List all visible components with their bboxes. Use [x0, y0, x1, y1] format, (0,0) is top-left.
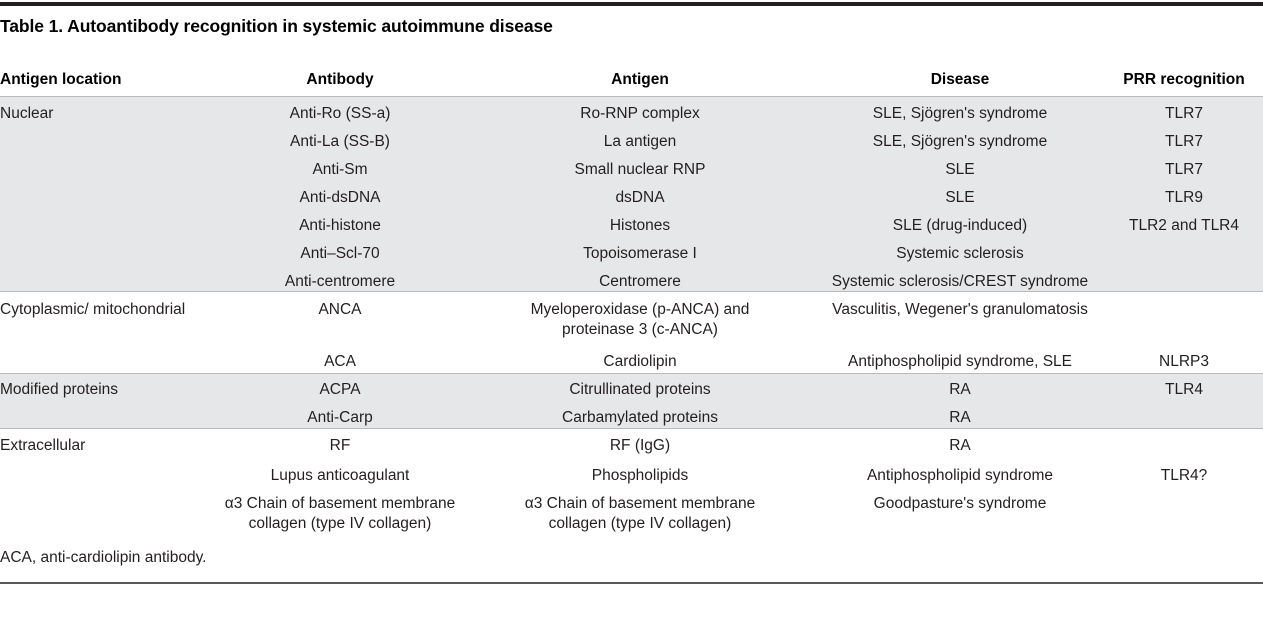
cell-antibody: Anti-Sm: [312, 161, 368, 178]
row-band-nuclear: [0, 96, 1263, 291]
table-row: Anti-dsDNA dsDNA SLE TLR9: [0, 188, 1263, 216]
cell-antigen-location: Modified proteins: [0, 381, 119, 398]
cell-disease: Antiphospholipid syndrome: [866, 467, 1054, 484]
cell-antigen: Citrullinated proteins: [569, 381, 711, 398]
cell-antigen-location: Extracellular: [0, 437, 86, 454]
cell-antibody: ACA: [324, 353, 356, 370]
table-row: Modified proteins ACPA Citrullinated pro…: [0, 380, 1263, 408]
cell-disease: SLE (drug-induced): [892, 217, 1028, 234]
table-footnote: ACA, anti-cardiolipin antibody.: [0, 549, 207, 566]
cell-disease: SLE: [945, 189, 975, 206]
cell-disease: Systemic sclerosis/CREST syndrome: [831, 273, 1089, 290]
cell-antigen: Phospholipids: [591, 467, 689, 484]
table-row: Anti-Carp Carbamylated proteins RA: [0, 408, 1263, 436]
cell-antigen: Myeloperoxidase (p-ANCA) and proteinase …: [530, 301, 750, 338]
cell-antibody: Anti-Ro (SS-a): [289, 105, 391, 122]
table-row: Anti-histone Histones SLE (drug-induced)…: [0, 216, 1263, 244]
table-row: Cytoplasmic/ mitochondrial ANCA Myeloper…: [0, 300, 1263, 350]
cell-prr: NLRP3: [1159, 353, 1209, 370]
cell-disease: RA: [949, 437, 971, 454]
cell-antibody: Anti–Scl-70: [300, 245, 380, 262]
table-caption: Table 1. Autoantibody recognition in sys…: [0, 16, 553, 36]
cell-antibody: ANCA: [318, 301, 362, 318]
cell-antigen: Cardiolipin: [603, 353, 677, 370]
column-header-antigen: Antigen: [611, 71, 669, 88]
cell-prr: TLR4?: [1160, 467, 1208, 484]
cell-antibody: Anti-histone: [299, 217, 381, 234]
cell-antigen-location: Cytoplasmic/ mitochondrial: [0, 301, 186, 318]
cell-disease: Systemic sclerosis: [896, 245, 1024, 262]
cell-antibody: Lupus anticoagulant: [270, 467, 410, 484]
table-row: Lupus anticoagulant Phospholipids Antiph…: [0, 466, 1263, 494]
cell-prr: TLR7: [1165, 161, 1203, 178]
table-header-row: Antigen location Antibody Antigen Diseas…: [0, 66, 1263, 96]
table-row: ACA Cardiolipin Antiphospholipid syndrom…: [0, 352, 1263, 380]
table-row: Anti–Scl-70 Topoisomerase I Systemic scl…: [0, 244, 1263, 272]
cell-disease: SLE: [945, 161, 975, 178]
table-top-rule: [0, 2, 1263, 6]
cell-antibody: ACPA: [319, 381, 361, 398]
band-divider-bottom-nuclear: [0, 291, 1263, 292]
table-row: Anti-La (SS-B) La antigen SLE, Sjögren's…: [0, 132, 1263, 160]
table-grid: Antigen location Antibody Antigen Diseas…: [0, 66, 1263, 532]
cell-antibody: α3 Chain of basement membrane collagen (…: [224, 495, 456, 532]
cell-antigen: La antigen: [603, 133, 677, 150]
table-row: Anti-Sm Small nuclear RNP SLE TLR7: [0, 160, 1263, 188]
cell-prr: TLR4: [1165, 381, 1203, 398]
cell-antigen: RF (IgG): [609, 437, 671, 454]
table-row: Extracellular RF RF (IgG) RA: [0, 436, 1263, 464]
cell-antibody: Anti-centromere: [284, 273, 396, 290]
cell-prr: TLR9: [1165, 189, 1203, 206]
column-header-antigen-location: Antigen location: [0, 71, 122, 88]
cell-antigen: Centromere: [599, 273, 681, 290]
cell-antigen-location: Nuclear: [0, 105, 54, 122]
cell-antibody: Anti-dsDNA: [299, 189, 381, 206]
cell-disease: Vasculitis, Wegener's granulomatosis: [832, 301, 1088, 318]
row-band-modified-proteins: [0, 373, 1263, 428]
cell-antigen: Topoisomerase I: [583, 245, 697, 262]
column-header-antibody: Antibody: [306, 71, 374, 88]
cell-antibody: Anti-Carp: [307, 409, 373, 426]
column-header-prr-recognition: PRR recognition: [1123, 71, 1245, 88]
cell-antigen: Ro-RNP complex: [580, 105, 700, 122]
band-divider-top-nuclear: [0, 96, 1263, 97]
cell-disease: SLE, Sjögren's syndrome: [872, 105, 1048, 122]
table-bottom-rule: [0, 582, 1263, 584]
cell-prr: TLR2 and TLR4: [1129, 217, 1239, 234]
cell-antigen: Histones: [609, 217, 671, 234]
cell-disease: RA: [949, 381, 971, 398]
cell-prr: TLR7: [1165, 105, 1203, 122]
cell-antibody: Anti-La (SS-B): [290, 133, 390, 150]
cell-prr: TLR7: [1165, 133, 1203, 150]
band-divider-top-modified: [0, 373, 1263, 374]
cell-antigen: Small nuclear RNP: [574, 161, 706, 178]
column-header-disease: Disease: [930, 71, 990, 88]
cell-antigen: Carbamylated proteins: [562, 409, 718, 426]
cell-disease: Goodpasture's syndrome: [873, 495, 1047, 512]
cell-disease: SLE, Sjögren's syndrome: [872, 133, 1048, 150]
cell-disease: Antiphospholipid syndrome, SLE: [847, 353, 1073, 370]
table-row: Anti-centromere Centromere Systemic scle…: [0, 272, 1263, 300]
table-row: Nuclear Anti-Ro (SS-a) Ro-RNP complex SL…: [0, 104, 1263, 132]
cell-antigen: dsDNA: [615, 189, 665, 206]
cell-antibody: RF: [329, 437, 351, 454]
band-divider-bottom-modified: [0, 428, 1263, 429]
cell-antigen: α3 Chain of basement membrane collagen (…: [524, 495, 756, 532]
cell-disease: RA: [949, 409, 971, 426]
table-row: α3 Chain of basement membrane collagen (…: [0, 494, 1263, 546]
